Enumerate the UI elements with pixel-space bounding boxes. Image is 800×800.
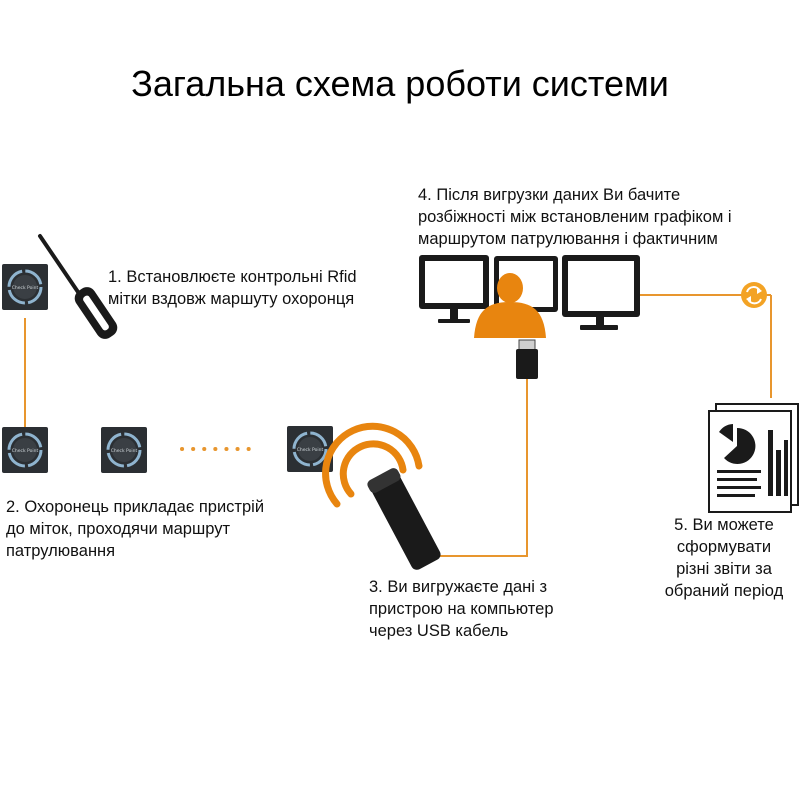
step-1-caption: 1. Встановлюєте контрольні Rfid мітки вз… <box>108 266 357 310</box>
connector-usb-cable <box>440 378 528 557</box>
step-4-line: маршрутом патрулювання і фактичним <box>418 230 718 248</box>
rfid-tag-icon: Check Point <box>285 424 335 474</box>
usb-plug-icon <box>516 339 538 379</box>
step-2-line: до міток, проходячи маршрут <box>6 520 231 538</box>
tag-label: Check Point <box>297 447 324 453</box>
step-3-line: пристрою на компьютер <box>369 600 554 618</box>
step-5-line: обраний період <box>664 582 784 600</box>
step-2-line: патрулювання <box>6 542 116 560</box>
tag-label: Check Point <box>12 448 39 454</box>
step-5-line: 5. Ви можете <box>674 516 774 534</box>
rfid-tag-icon: Check Point <box>0 262 50 312</box>
rfid-tag-icon: Check Point <box>0 425 50 475</box>
page-title: Загальна схема роботи системи <box>131 63 669 104</box>
step-3-line: через USB кабель <box>369 622 509 640</box>
step-4-caption: 4. Після вигрузки даних Ви бачите розбіж… <box>418 184 732 250</box>
tag-label: Check Point <box>12 285 39 291</box>
connector-lines <box>24 294 772 557</box>
step-1-line: 1. Встановлюєте контрольні Rfid <box>108 268 357 286</box>
step-5-line: сформувати <box>676 538 772 556</box>
step-4-line: 4. Після вигрузки даних Ви бачите <box>418 186 681 204</box>
tag-label: Check Point <box>111 448 138 454</box>
sync-icon <box>741 282 767 308</box>
step-5-caption: 5. Ви можете сформувати різні звіти за о… <box>654 514 794 602</box>
step-5-line: різні звіти за <box>676 560 772 578</box>
person-icon <box>474 273 546 338</box>
step-1-line: мітки вздовж маршуту охоронця <box>108 290 355 308</box>
rfid-reader-icon <box>322 422 441 570</box>
step-3-line: 3. Ви вигружаєте дані з <box>369 578 548 596</box>
rfid-tag-icon: Check Point <box>99 425 149 475</box>
report-document-icon <box>708 403 799 513</box>
step-2-caption: 2. Охоронець прикладає пристрій до міток… <box>6 496 264 562</box>
step-4-line: розбіжності між встановленим графіком і <box>418 208 732 226</box>
step-3-caption: 3. Ви вигружаєте дані з пристрою на комп… <box>369 576 554 642</box>
monitor-icon <box>562 255 640 330</box>
monitor-icon <box>419 255 489 323</box>
step-2-line: 2. Охоронець прикладає пристрій <box>6 498 265 516</box>
screwdriver-icon <box>38 234 118 339</box>
